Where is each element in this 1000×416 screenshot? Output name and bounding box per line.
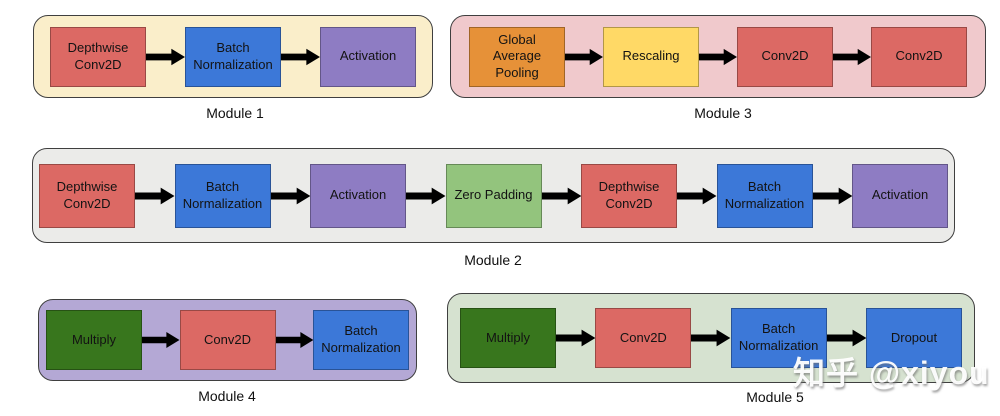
arrow-right-icon [556, 327, 596, 349]
arrow-right-icon [691, 327, 731, 349]
arrow-right-icon [699, 46, 737, 68]
block-depthwise-conv2d: Depthwise Conv2D [50, 26, 146, 87]
arrow-right-icon [146, 46, 185, 68]
arrow-right-icon [406, 185, 446, 207]
block-activation: Activation [320, 26, 416, 87]
arrow-right-icon [812, 185, 852, 207]
module-1-container: Depthwise Conv2D Batch Normalization Activ… [33, 15, 433, 98]
module-4-container: Multiply Conv2D Batch Normalization [38, 299, 417, 381]
module-2-caption: Module 2 [464, 252, 522, 268]
block-conv2d: Conv2D [737, 26, 833, 87]
arrow-right-icon [541, 185, 581, 207]
module-1-caption: Module 1 [206, 105, 264, 121]
arrow-right-icon [826, 327, 866, 349]
block-batch-normalization: Batch Normalization [313, 310, 409, 370]
block-multiply: Multiply [460, 308, 556, 368]
block-batch-normalization: Batch Normalization [174, 163, 271, 228]
module-5-container: Multiply Conv2D Batch Normalization Dropout [447, 293, 975, 383]
block-depthwise-conv2d: Depthwise Conv2D [581, 163, 677, 228]
arrow-right-icon [270, 185, 310, 207]
arrow-right-icon [677, 185, 717, 207]
block-rescaling: Rescaling [603, 26, 699, 87]
arrow-right-icon [275, 329, 313, 351]
block-activation: Activation [310, 163, 406, 228]
arrow-right-icon [135, 185, 175, 207]
block-batch-normalization: Batch Normalization [185, 26, 281, 87]
module-5-caption: Module 5 [746, 389, 804, 405]
module-3-caption: Module 3 [694, 105, 752, 121]
zhihu-watermark: 知乎 @xiyou [793, 355, 990, 391]
block-dropout: Dropout [865, 308, 962, 368]
module-3-container: Global Average Pooling Rescaling Conv2D Con… [450, 15, 986, 98]
arrow-right-icon [565, 46, 603, 68]
module-2-container: Depthwise Conv2D Batch Normalization Activ… [32, 148, 955, 243]
arrow-right-icon [142, 329, 180, 351]
arrow-right-icon [281, 46, 320, 68]
block-conv2d: Conv2D [179, 310, 276, 370]
arrow-right-icon [833, 46, 871, 68]
block-conv2d: Conv2D [595, 308, 692, 368]
block-activation: Activation [852, 163, 948, 228]
module-4-caption: Module 4 [198, 388, 256, 404]
block-depthwise-conv2d: Depthwise Conv2D [39, 163, 135, 228]
block-batch-normalization: Batch Normalization [716, 163, 813, 228]
block-multiply: Multiply [46, 310, 142, 370]
block-global-average-pooling: Global Average Pooling [469, 26, 565, 87]
block-conv2d: Conv2D [871, 26, 967, 87]
block-batch-normalization: Batch Normalization [730, 308, 827, 368]
block-zero-padding: Zero Padding [445, 163, 542, 228]
